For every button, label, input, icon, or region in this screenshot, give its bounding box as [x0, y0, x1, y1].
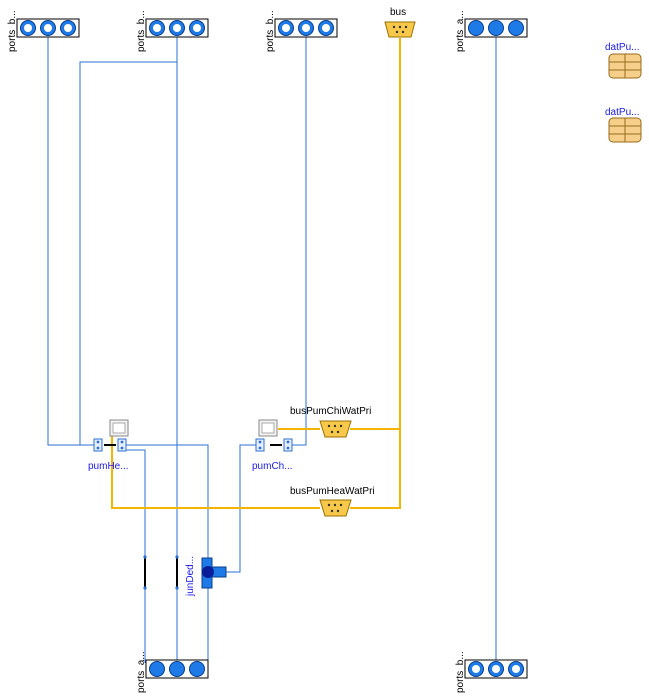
record-icon-2[interactable]: [608, 117, 642, 143]
bus-label: bus: [390, 7, 406, 18]
record-icon-1[interactable]: [608, 53, 642, 79]
bus-connections: [111, 38, 401, 509]
pump-hea-label: pumHe...: [88, 461, 129, 472]
record-1-label: datPu...: [605, 42, 639, 53]
ports-a-top[interactable]: [464, 18, 528, 38]
record-2-label: datPu...: [605, 107, 639, 118]
junction-component[interactable]: [201, 557, 227, 589]
junction-label: junDed...: [185, 556, 196, 597]
fluid-connections: [47, 37, 497, 663]
wire-portsb1-pumhea[interactable]: [47, 37, 96, 446]
bus-chi-label: busPumChiWatPri: [290, 406, 371, 417]
pipe-segment-2[interactable]: [175, 555, 179, 590]
ports-b-1[interactable]: [16, 18, 80, 38]
ports-b-1-label: ports_b...: [7, 10, 18, 52]
bus-hea-to-pum[interactable]: [111, 432, 320, 509]
pump-hea-component[interactable]: [93, 419, 129, 452]
ports-b-2-label: ports_b...: [136, 10, 147, 52]
ports-a-bottom-label: ports_a...: [136, 651, 147, 693]
bus-chi-connector[interactable]: [319, 420, 352, 438]
wire-portsb3-pumchi[interactable]: [290, 37, 307, 446]
ports-b-3-label: ports_b...: [265, 10, 276, 52]
bus-hea-label: busPumHeaWatPri: [290, 486, 375, 497]
ports-b-bottom[interactable]: [464, 659, 528, 679]
ports-a-bottom[interactable]: [145, 659, 209, 679]
wire-pumhea-out[interactable]: [122, 444, 209, 663]
ports-b-bottom-label: ports_b...: [455, 651, 466, 693]
pump-chi-component[interactable]: [255, 419, 293, 452]
bus-hea-connector[interactable]: [319, 499, 352, 517]
wire-portsb2-loop[interactable]: [79, 37, 178, 446]
wire-pumhea-out2[interactable]: [122, 449, 146, 663]
ports-a-top-label: ports_a...: [455, 10, 466, 52]
bus-main[interactable]: [350, 38, 401, 509]
bus-connector[interactable]: [384, 21, 416, 38]
pump-chi-label: pumCh...: [252, 461, 293, 472]
pipe-segment-1[interactable]: [143, 555, 147, 590]
ports-b-2[interactable]: [145, 18, 209, 38]
ports-b-3[interactable]: [274, 18, 338, 38]
